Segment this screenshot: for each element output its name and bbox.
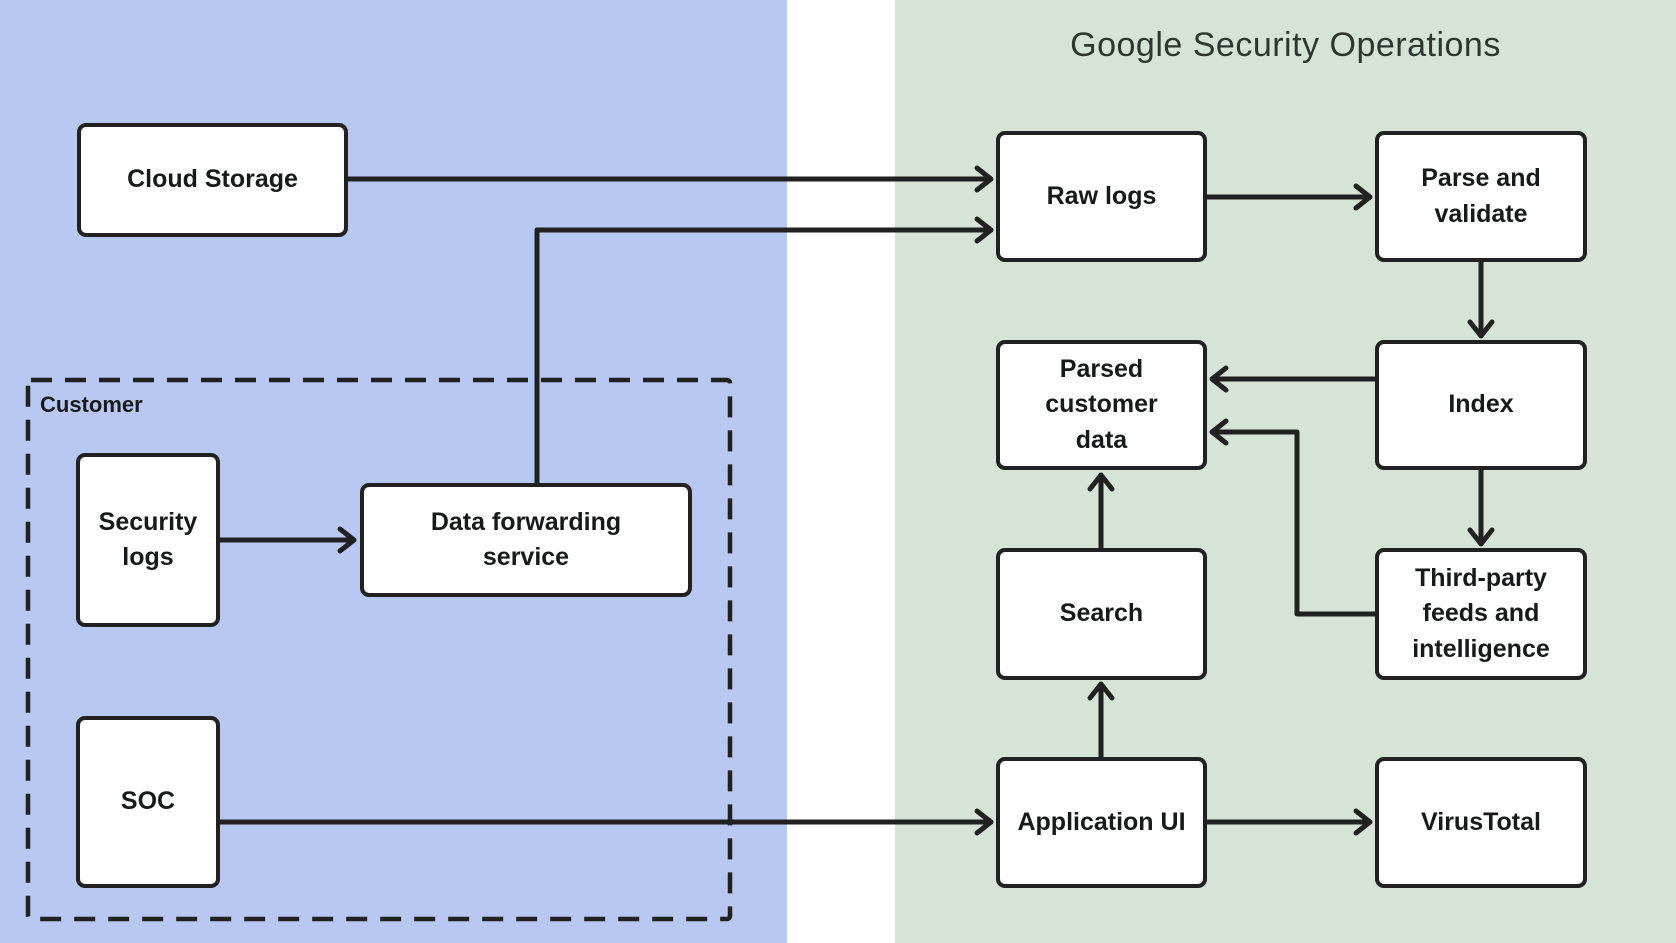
edge-data-forwarding-to-raw-logs bbox=[534, 216, 994, 483]
edge-security-logs-to-data-forwarding bbox=[220, 526, 357, 554]
edge-soc-to-application-ui bbox=[220, 808, 994, 836]
edge-third-party-to-parsed-data bbox=[1209, 418, 1375, 617]
edge-application-ui-to-virustotal bbox=[1207, 808, 1373, 836]
edge-index-to-third-party bbox=[1467, 470, 1495, 547]
node-data-forwarding-service: Data forwarding service bbox=[360, 483, 692, 597]
node-index: Index bbox=[1375, 340, 1587, 470]
node-application-ui: Application UI bbox=[996, 757, 1207, 888]
edge-application-ui-to-search bbox=[1087, 681, 1115, 757]
node-parse-and-validate: Parse and validate bbox=[1375, 131, 1587, 262]
node-third-party-feeds: Third-party feeds and intelligence bbox=[1375, 548, 1587, 680]
node-cloud-storage: Cloud Storage bbox=[77, 123, 348, 237]
node-raw-logs: Raw logs bbox=[996, 131, 1207, 262]
edge-parse-validate-to-index bbox=[1467, 262, 1495, 339]
customer-group-label: Customer bbox=[40, 392, 143, 417]
diagram-title: Google Security Operations bbox=[1070, 26, 1501, 64]
edge-raw-logs-to-parse-validate bbox=[1207, 183, 1373, 211]
edge-index-to-parsed-data bbox=[1209, 365, 1375, 393]
edge-search-to-parsed-data bbox=[1087, 472, 1115, 548]
node-parsed-customer-data: Parsed customer data bbox=[996, 340, 1207, 470]
node-virustotal: VirusTotal bbox=[1375, 757, 1587, 888]
edge-cloud-storage-to-raw-logs bbox=[348, 165, 994, 193]
node-search: Search bbox=[996, 548, 1207, 680]
node-security-logs: Security logs bbox=[76, 453, 220, 627]
node-soc: SOC bbox=[76, 716, 220, 888]
customer-group-boundary bbox=[25, 377, 733, 922]
